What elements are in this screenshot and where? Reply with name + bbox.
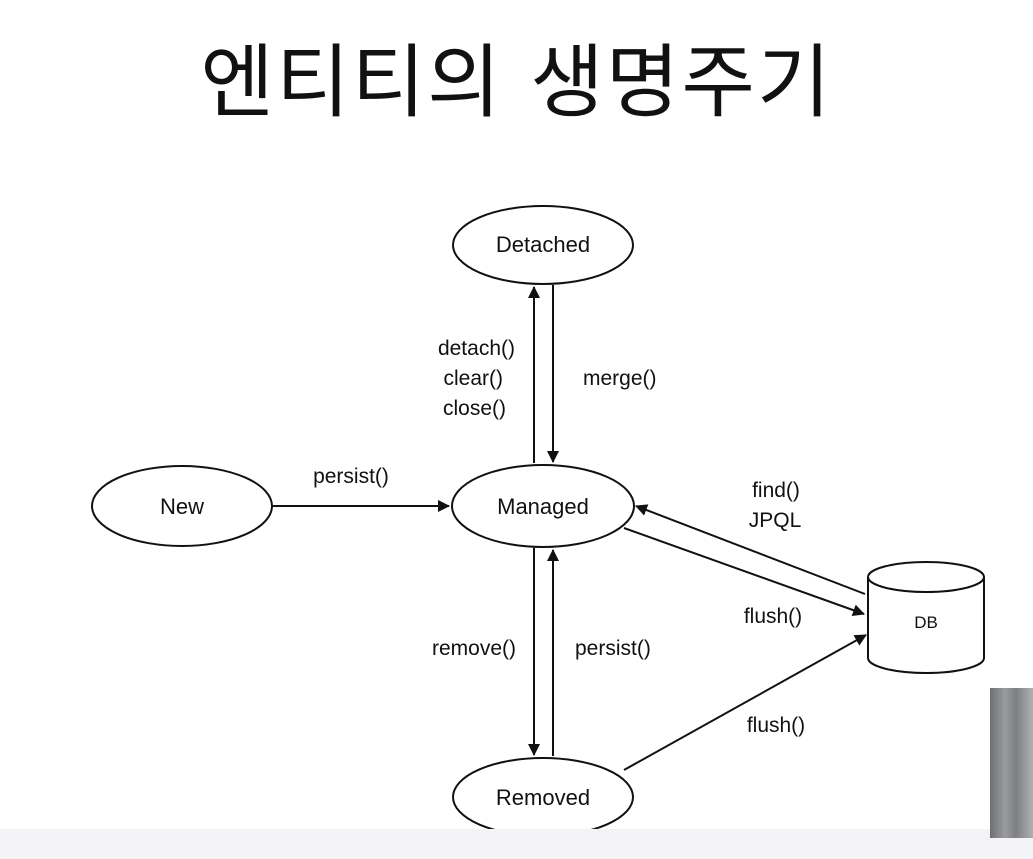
label-persist-removed: persist() bbox=[575, 637, 651, 660]
label-clear: clear() bbox=[443, 367, 503, 390]
label-merge: merge() bbox=[583, 367, 657, 390]
node-db: DB bbox=[867, 561, 985, 674]
node-db-label: DB bbox=[914, 613, 938, 632]
side-photo-fragment bbox=[990, 688, 1033, 838]
label-flush-removed: flush() bbox=[747, 714, 805, 737]
label-persist-new: persist() bbox=[313, 465, 389, 488]
node-new: New bbox=[91, 465, 273, 547]
edge-db-to-managed bbox=[635, 504, 866, 595]
page-title: 엔티티의 생명주기 bbox=[200, 36, 833, 129]
node-managed: Managed bbox=[451, 464, 635, 548]
label-find: find() bbox=[752, 479, 800, 502]
node-managed-label: Managed bbox=[497, 494, 589, 519]
label-detach: detach() bbox=[438, 337, 515, 360]
edge-removed-to-db bbox=[623, 634, 867, 771]
node-detached: Detached bbox=[452, 205, 634, 285]
node-removed: Removed bbox=[452, 757, 634, 837]
node-new-label: New bbox=[160, 494, 204, 519]
label-remove: remove() bbox=[432, 637, 516, 660]
label-jpql: JPQL bbox=[749, 509, 802, 532]
edge-managed-to-db bbox=[623, 527, 865, 616]
label-close: close() bbox=[443, 397, 506, 420]
label-flush-managed: flush() bbox=[744, 605, 802, 628]
bottom-strip bbox=[0, 829, 1033, 859]
node-detached-label: Detached bbox=[496, 232, 590, 257]
node-removed-label: Removed bbox=[496, 785, 590, 810]
